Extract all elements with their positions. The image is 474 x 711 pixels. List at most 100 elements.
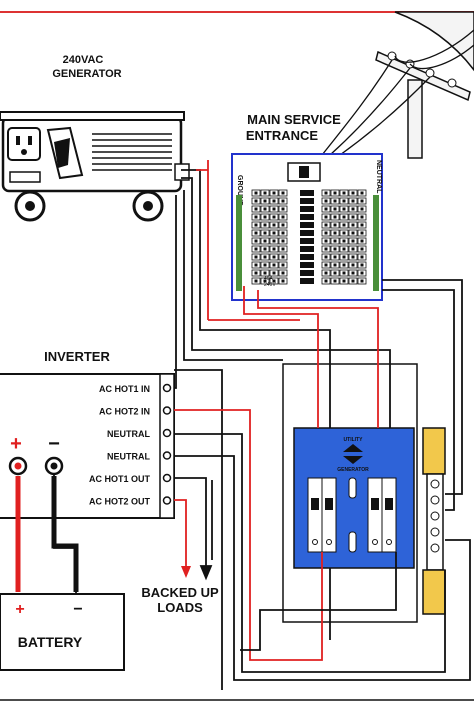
- breaker-toggle: [324, 191, 328, 195]
- breaker-toggle: [281, 207, 285, 211]
- inverter-terminal-screw: [162, 473, 172, 483]
- breaker-toggle: [360, 279, 364, 283]
- breaker-toggle: [272, 255, 276, 259]
- breaker-toggle: [272, 279, 276, 283]
- breaker-toggle: [351, 247, 355, 251]
- breaker-toggle: [254, 223, 258, 227]
- hot-bus-segment: [300, 214, 314, 220]
- breaker-toggle: [324, 215, 328, 219]
- breaker-toggle: [281, 279, 285, 283]
- breaker-toggle: [324, 199, 328, 203]
- inverter-title: INVERTER: [44, 349, 110, 364]
- breaker-toggle: [263, 223, 267, 227]
- breaker-toggle: [333, 207, 337, 211]
- branch-breakers: [251, 189, 367, 285]
- breaker-toggle: [324, 271, 328, 275]
- breaker-toggle: [324, 255, 328, 259]
- breaker-toggle: [333, 239, 337, 243]
- hot-bus-segment: [300, 198, 314, 204]
- neutral-bar-label: NEUTRAL: [375, 160, 382, 194]
- breaker-toggle: [342, 199, 346, 203]
- breaker-toggle: [263, 199, 267, 203]
- generator-outlet: [7, 127, 41, 161]
- battery-negative-post: −: [44, 433, 64, 476]
- hot-bus-segment: [300, 222, 314, 228]
- inverter-terminal-label: NEUTRAL: [107, 429, 150, 439]
- hot-bus-segment: [300, 230, 314, 236]
- breaker-toggle: [272, 207, 276, 211]
- breaker-toggle: [342, 223, 346, 227]
- loads-label-line2: LOADS: [157, 600, 203, 615]
- breaker-toggle: [254, 239, 258, 243]
- inverter-terminal-label: AC HOT2 IN: [99, 407, 150, 417]
- inverter-minus-sign: −: [48, 433, 60, 455]
- breaker-toggle: [324, 279, 328, 283]
- battery-plus-label: +: [15, 601, 24, 618]
- breaker-toggle: [254, 279, 258, 283]
- breaker-toggle: [351, 215, 355, 219]
- breaker-toggle: [360, 263, 364, 267]
- breaker-toggle: [281, 239, 285, 243]
- breaker-toggle: [281, 199, 285, 203]
- battery: + − BATTERY: [0, 593, 125, 671]
- breaker-toggle: [254, 215, 258, 219]
- svg-text:240V: 240V: [264, 282, 276, 288]
- breaker-toggle: [263, 271, 267, 275]
- breaker-toggle: [360, 247, 364, 251]
- breaker-toggle: [351, 279, 355, 283]
- breaker-toggle: [281, 231, 285, 235]
- breaker-toggle: [333, 215, 337, 219]
- breaker-toggle: [281, 191, 285, 195]
- ground-bar-label: GROUND: [236, 175, 243, 206]
- breaker-toggle: [342, 255, 346, 259]
- breaker-toggle: [324, 239, 328, 243]
- breaker-toggle: [272, 191, 276, 195]
- loads-label-line1: BACKED UP: [141, 585, 219, 600]
- breaker-toggle: [324, 231, 328, 235]
- breaker-toggle: [342, 191, 346, 195]
- backed-up-loads: BACKED UP LOADS: [141, 585, 219, 615]
- breaker-toggle: [324, 207, 328, 211]
- breaker-toggle: [351, 239, 355, 243]
- breaker-toggle: [263, 247, 267, 251]
- main-service-title-line2: ENTRANCE: [246, 128, 319, 143]
- inverter-terminal-screw: [162, 496, 172, 505]
- breaker-toggle: [272, 263, 276, 267]
- breaker-toggle: [272, 223, 276, 227]
- transfer-switch-enclosure: UTILITY GENERATOR: [282, 363, 418, 623]
- neutral-bus-bar: [373, 195, 379, 291]
- breaker-toggle: [272, 215, 276, 219]
- generator-title-line1: 240VAC: [63, 54, 104, 66]
- breaker-toggle: [333, 263, 337, 267]
- hot-bus-segment: [300, 278, 314, 284]
- hot-bus-segment: [300, 254, 314, 260]
- breaker-toggle: [263, 207, 267, 211]
- inverter-terminal-label: AC HOT2 OUT: [89, 497, 151, 507]
- breaker-toggle: [351, 191, 355, 195]
- breaker-toggle: [360, 255, 364, 259]
- transfer-switch-load-wire: [240, 552, 397, 651]
- breaker-toggle: [342, 231, 346, 235]
- breaker-toggle: [333, 199, 337, 203]
- breaker-toggle: [324, 247, 328, 251]
- breaker-toggle: [342, 239, 346, 243]
- utility-pole: [321, 11, 474, 159]
- breaker-toggle: [254, 191, 258, 195]
- breaker-toggle: [351, 255, 355, 259]
- breaker-toggle: [351, 263, 355, 267]
- inverter-terminal-label: AC HOT1 OUT: [89, 474, 151, 484]
- arrow-down-icon: [343, 456, 363, 464]
- breaker-toggle: [281, 263, 285, 267]
- svg-text:40A: 40A: [264, 276, 274, 282]
- breaker-toggle: [351, 231, 355, 235]
- breaker-toggle: [342, 215, 346, 219]
- hot-bus-segment: [300, 246, 314, 252]
- breaker-toggle: [333, 191, 337, 195]
- breaker-toggle: [254, 199, 258, 203]
- battery-negative-cable: [51, 476, 79, 592]
- breaker-toggle: [254, 255, 258, 259]
- breaker-toggle: [254, 247, 258, 251]
- breaker-toggle: [333, 255, 337, 259]
